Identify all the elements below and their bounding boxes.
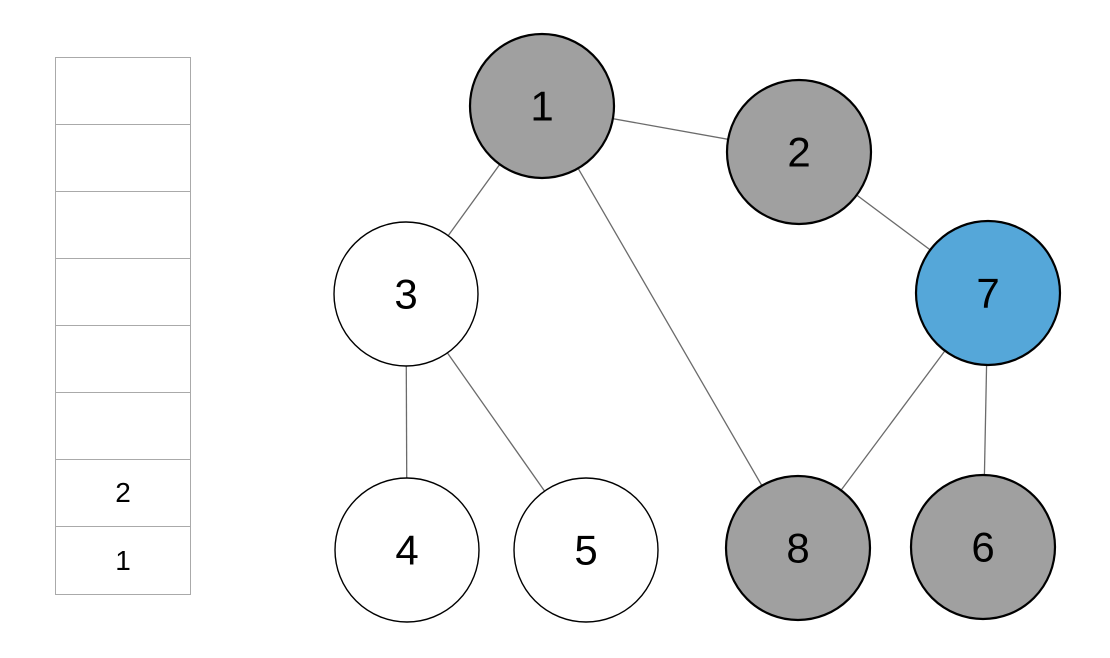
graph-edge-1-8[interactable] xyxy=(541,105,799,549)
stack-panel: 2 1 xyxy=(55,57,191,595)
stack-cell xyxy=(56,393,190,460)
stack-cell xyxy=(56,125,190,192)
graph-node-7[interactable] xyxy=(914,219,1062,367)
graph-node-8[interactable] xyxy=(724,474,872,622)
stack-cell xyxy=(56,58,190,125)
graph-node-6[interactable] xyxy=(909,473,1057,621)
graph-node-1[interactable] xyxy=(468,32,616,180)
stack-cell xyxy=(56,259,190,326)
graph-node-2[interactable] xyxy=(725,78,873,226)
stack-cell: 1 xyxy=(56,527,190,594)
graph-node-5[interactable] xyxy=(513,477,659,623)
stack-cell: 2 xyxy=(56,460,190,527)
graph-node-3[interactable] xyxy=(333,221,479,367)
stack-cell xyxy=(56,326,190,393)
graph-node-4[interactable] xyxy=(334,477,480,623)
stack-cell xyxy=(56,192,190,259)
